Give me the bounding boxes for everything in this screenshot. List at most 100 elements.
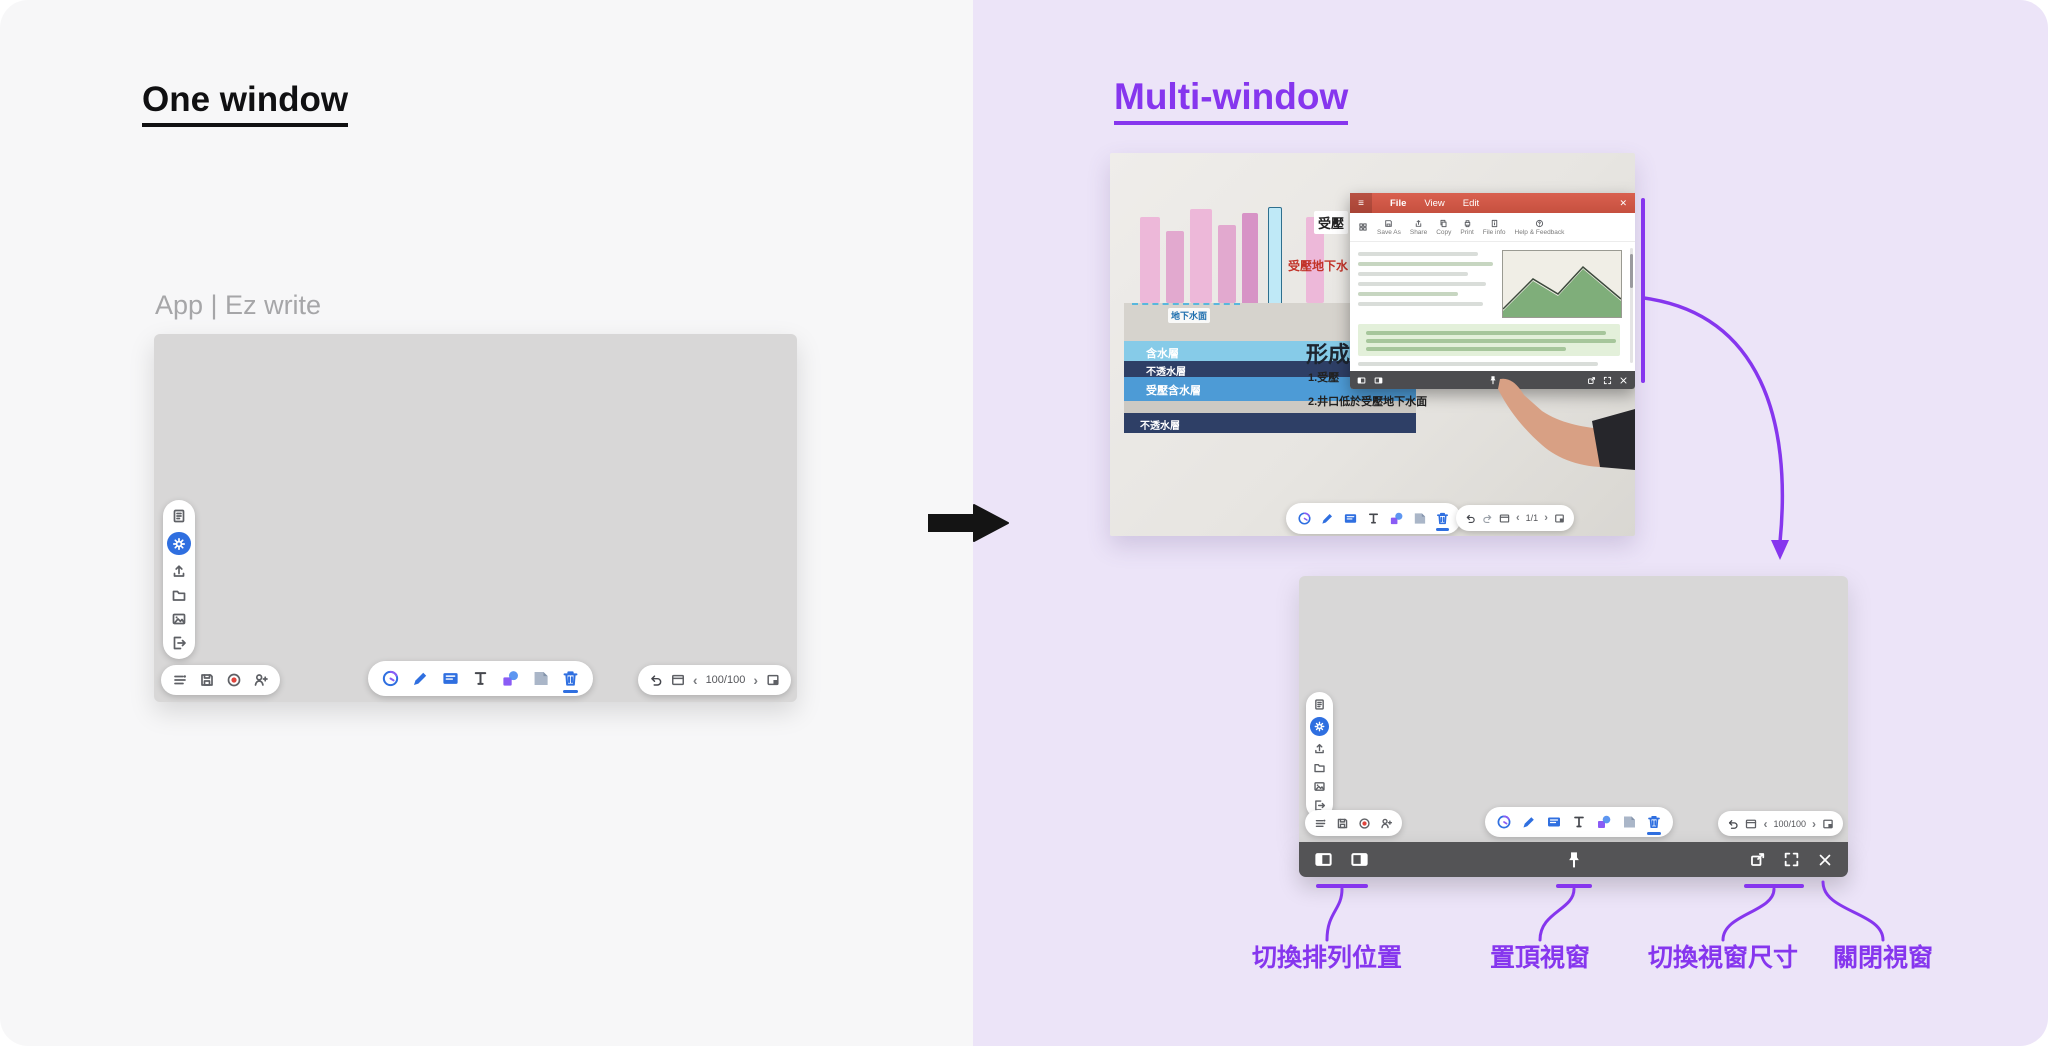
- arrange-left-icon[interactable]: [1357, 376, 1366, 385]
- text-tool-icon[interactable]: [471, 669, 490, 688]
- notes-icon[interactable]: [1313, 698, 1326, 711]
- annotation-connectors: [1325, 880, 1885, 942]
- next-page-icon[interactable]: ›: [753, 672, 758, 688]
- copy-button[interactable]: Copy: [1436, 219, 1451, 236]
- folder-icon[interactable]: [171, 587, 187, 603]
- projected-page-nav: ‹ 1/1 ›: [1456, 505, 1574, 531]
- whiteboard-icon[interactable]: [1546, 814, 1562, 830]
- timer-icon[interactable]: [1297, 511, 1312, 526]
- help-feedback-button[interactable]: Help & Feedback: [1515, 219, 1564, 236]
- frame-icon[interactable]: [1499, 513, 1510, 524]
- close-window-icon[interactable]: [1619, 376, 1628, 385]
- upload-icon[interactable]: [171, 563, 187, 579]
- diagram-column: [1306, 217, 1324, 303]
- prev-page-icon[interactable]: ‹: [1516, 512, 1520, 524]
- next-page-icon[interactable]: ›: [1544, 512, 1548, 524]
- shapes-icon[interactable]: [1596, 814, 1612, 830]
- layer-aquifer: [1124, 341, 1416, 361]
- pen-icon[interactable]: [1521, 814, 1537, 830]
- exit-icon[interactable]: [171, 635, 187, 651]
- undo-icon[interactable]: [1465, 513, 1476, 524]
- notes-icon[interactable]: [171, 508, 187, 524]
- next-page-icon[interactable]: ›: [1812, 816, 1816, 831]
- scrollbar[interactable]: [1630, 248, 1633, 363]
- pen-icon[interactable]: [1320, 511, 1335, 526]
- timer-icon[interactable]: [381, 669, 400, 688]
- text-tool-icon[interactable]: [1571, 814, 1587, 830]
- diagram-column: [1140, 217, 1160, 303]
- menu-edit[interactable]: Edit: [1462, 197, 1480, 209]
- dock-label-arrange: 切換排列位置: [1251, 944, 1403, 972]
- layer-aquitard-top: [1124, 361, 1416, 377]
- hamburger-icon[interactable]: ≡: [1350, 193, 1372, 213]
- trash-icon[interactable]: [1435, 511, 1450, 531]
- shapes-icon[interactable]: [1389, 511, 1404, 526]
- exit-icon[interactable]: [1313, 799, 1326, 812]
- pin-window-icon[interactable]: [1564, 850, 1583, 869]
- formation-title: 形成: [1306, 342, 1351, 367]
- image-icon[interactable]: [171, 611, 187, 627]
- fullscreen-icon[interactable]: [1783, 851, 1800, 868]
- file-info-button[interactable]: File info: [1483, 219, 1506, 236]
- share-button[interactable]: Share: [1410, 219, 1427, 236]
- print-button[interactable]: Print: [1460, 219, 1474, 236]
- save-icon[interactable]: [199, 672, 215, 688]
- record-icon[interactable]: [226, 672, 242, 688]
- sticker-icon[interactable]: [1621, 814, 1637, 830]
- app-label: App | Ez write: [155, 290, 322, 320]
- page-overview-icon[interactable]: [766, 673, 780, 687]
- undo-icon[interactable]: [649, 673, 663, 687]
- undo-icon[interactable]: [1727, 818, 1739, 830]
- shapes-icon[interactable]: [501, 669, 520, 688]
- settings-icon[interactable]: [1310, 717, 1329, 736]
- whiteboard-icon[interactable]: [441, 669, 460, 688]
- frame-icon[interactable]: [671, 673, 685, 687]
- invite-user-icon[interactable]: [1380, 817, 1393, 830]
- settings-icon[interactable]: [167, 532, 191, 556]
- document-window-titlebar: ≡ File View Edit ✕: [1350, 193, 1635, 213]
- page-overview-icon[interactable]: [1822, 818, 1834, 830]
- whiteboard-icon[interactable]: [1343, 511, 1358, 526]
- menu-icon[interactable]: [1314, 817, 1327, 830]
- window-close-icon[interactable]: ✕: [1619, 197, 1627, 208]
- confined-aquifer-label: 受壓含水層: [1146, 385, 1201, 397]
- pin-window-icon[interactable]: [1488, 375, 1498, 385]
- arrange-left-icon[interactable]: [1314, 850, 1333, 869]
- water-table-line: [1132, 303, 1240, 305]
- frame-icon[interactable]: [1745, 818, 1757, 830]
- resize-window-icon[interactable]: [1749, 851, 1766, 868]
- trash-icon[interactable]: [1646, 814, 1662, 835]
- save-icon[interactable]: [1336, 817, 1349, 830]
- resize-window-icon[interactable]: [1587, 376, 1596, 385]
- arrange-right-icon[interactable]: [1350, 850, 1369, 869]
- fullscreen-icon[interactable]: [1603, 376, 1612, 385]
- layer-aquitard-bottom: [1124, 413, 1416, 433]
- save-as-button[interactable]: Save As: [1377, 219, 1401, 236]
- upload-icon[interactable]: [1313, 742, 1326, 755]
- apps-grid-icon[interactable]: [1358, 222, 1368, 232]
- page-counter: 100/100: [1773, 818, 1806, 829]
- aquitard-top-label: 不透水層: [1146, 367, 1186, 378]
- page-overview-icon[interactable]: [1554, 513, 1565, 524]
- sticker-icon[interactable]: [1412, 511, 1427, 526]
- menu-icon[interactable]: [172, 672, 188, 688]
- prev-page-icon[interactable]: ‹: [1763, 816, 1768, 831]
- dock-label-close: 關閉視窗: [1832, 944, 1934, 972]
- image-icon[interactable]: [1313, 780, 1326, 793]
- timer-icon[interactable]: [1496, 814, 1512, 830]
- redo-icon[interactable]: [1482, 513, 1493, 524]
- page-nav-toolbar: ‹ 100/100 ›: [1718, 811, 1843, 836]
- sticker-icon[interactable]: [531, 669, 550, 688]
- arrange-right-icon[interactable]: [1374, 376, 1383, 385]
- record-icon[interactable]: [1358, 817, 1371, 830]
- menu-file[interactable]: File: [1390, 197, 1407, 209]
- presenter-hand: [1498, 378, 1635, 470]
- prev-page-icon[interactable]: ‹: [692, 672, 698, 688]
- pen-icon[interactable]: [411, 669, 430, 688]
- close-window-icon[interactable]: [1817, 852, 1833, 868]
- invite-user-icon[interactable]: [253, 672, 269, 688]
- text-tool-icon[interactable]: [1366, 511, 1381, 526]
- folder-icon[interactable]: [1313, 761, 1326, 774]
- menu-view[interactable]: View: [1424, 197, 1445, 209]
- trash-icon[interactable]: [561, 669, 580, 693]
